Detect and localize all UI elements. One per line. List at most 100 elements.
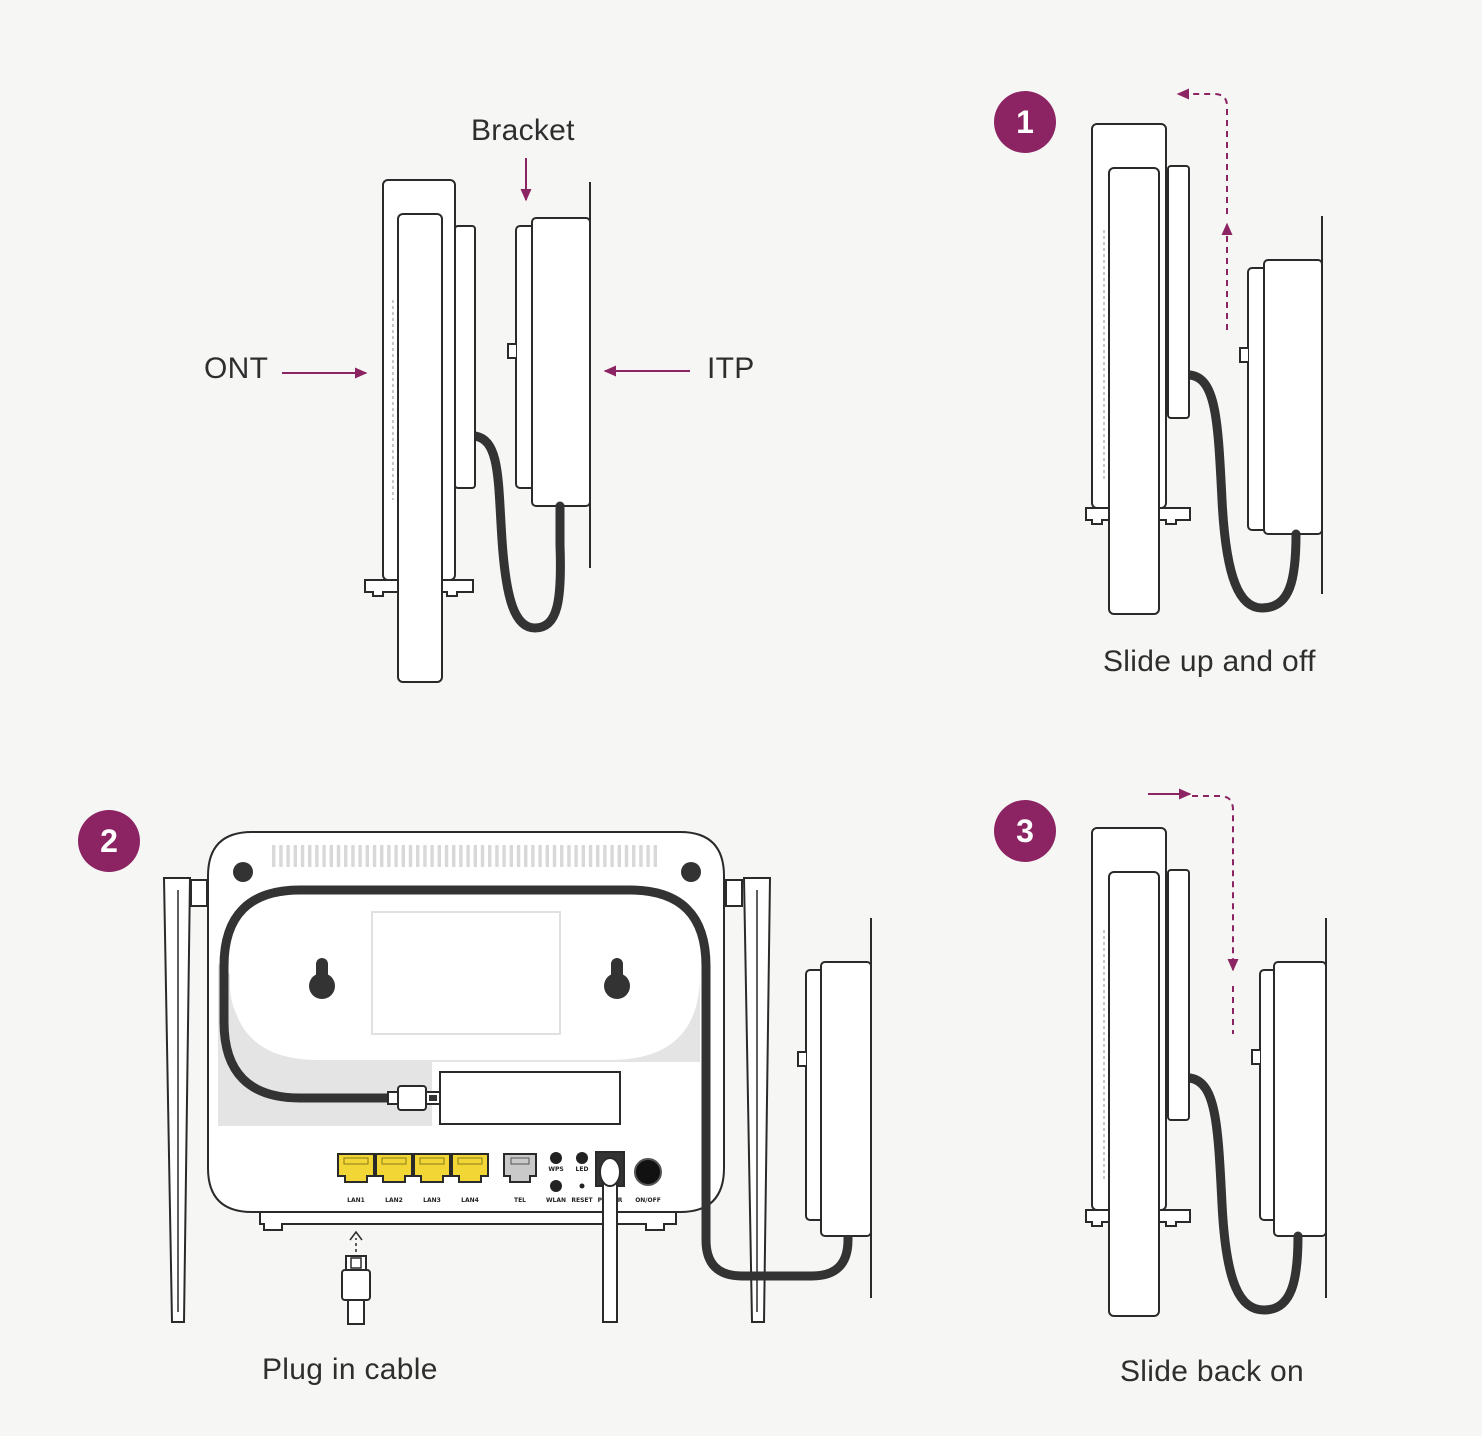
recess-shadow	[218, 964, 700, 1126]
ont-label: ONT	[204, 352, 269, 385]
vent-slot	[610, 845, 614, 867]
vent-slot	[617, 845, 621, 867]
fibre-cable	[1185, 1073, 1303, 1315]
ont-device	[1085, 827, 1191, 1317]
vent-slot	[315, 845, 319, 867]
vent-slot	[286, 845, 290, 867]
vent-slot	[365, 845, 369, 867]
ethernet-plug	[341, 1230, 371, 1325]
vent-slot	[459, 845, 463, 867]
vent-slot	[408, 845, 413, 867]
itp-label: ITP	[707, 352, 755, 385]
lan3-port[interactable]	[413, 1153, 451, 1183]
vent-slot	[293, 845, 297, 867]
vent-slot	[538, 845, 542, 867]
itp-device	[531, 217, 591, 507]
vent-slot	[430, 845, 434, 867]
vent-slot	[488, 845, 492, 867]
slide-down-arrow	[1192, 795, 1239, 972]
vent-slot	[567, 845, 571, 867]
lan1-label: LAN1	[347, 1197, 365, 1204]
vent-slot	[336, 845, 341, 867]
vent-grille	[272, 845, 657, 867]
antenna-right	[725, 877, 772, 1323]
step-2-badge: 2	[78, 810, 140, 872]
lan-ports	[337, 1153, 489, 1183]
fibre-cable	[470, 431, 565, 633]
vent-slot	[581, 845, 585, 867]
power-cable	[599, 1157, 621, 1323]
vent-slot	[624, 845, 629, 867]
step-1-panel	[1085, 88, 1323, 615]
itp-device	[1263, 259, 1323, 535]
keyhole-left	[309, 958, 335, 999]
onoff-button[interactable]	[634, 1158, 662, 1186]
screw-hole	[681, 862, 701, 882]
vent-slot	[380, 845, 384, 867]
vent-slot	[416, 845, 420, 867]
antenna-left	[162, 877, 208, 1323]
vent-slot	[372, 845, 377, 867]
vent-slot	[531, 845, 535, 867]
led-label: LED	[576, 1166, 589, 1173]
vent-slot	[272, 845, 276, 867]
vent-slot	[502, 845, 506, 867]
step-3-badge: 3	[994, 800, 1056, 862]
itp-device	[820, 961, 872, 1237]
vent-slot	[524, 845, 528, 867]
bracket-label: Bracket	[471, 114, 575, 147]
vent-slot	[344, 845, 348, 867]
tel-label: TEL	[514, 1197, 526, 1204]
wlan-label: WLAN	[546, 1197, 566, 1204]
vent-slot	[358, 845, 362, 867]
vent-slot	[509, 845, 513, 867]
step-3-panel	[1085, 788, 1327, 1317]
vent-slot	[653, 845, 657, 867]
vent-slot	[466, 845, 470, 867]
keyhole-right	[604, 958, 630, 999]
router-device: LAN1 LAN2 LAN3 LAN4 TEL WPS LED WLAN RES…	[207, 831, 853, 1281]
screw-hole	[233, 862, 253, 882]
label-area	[371, 911, 561, 1035]
lan1-port[interactable]	[337, 1153, 375, 1183]
vent-slot	[545, 845, 549, 867]
lan3-label: LAN3	[423, 1197, 441, 1204]
vent-slot	[322, 845, 326, 867]
vent-slot	[387, 845, 391, 867]
vent-slot	[574, 845, 578, 867]
ont-device	[364, 179, 476, 683]
vent-slot	[480, 845, 485, 867]
router-stand	[259, 1211, 677, 1231]
vent-slot	[423, 845, 427, 867]
step-2-caption: Plug in cable	[262, 1353, 438, 1386]
optical-module	[439, 1071, 621, 1125]
lan4-port[interactable]	[451, 1153, 489, 1183]
wlan-button[interactable]	[550, 1180, 562, 1192]
led-button[interactable]	[576, 1152, 588, 1164]
vent-slot	[603, 845, 607, 867]
step-1-caption: Slide up and off	[1103, 645, 1316, 678]
wps-button[interactable]	[550, 1152, 562, 1164]
vent-slot	[516, 845, 521, 867]
tel-port[interactable]	[503, 1153, 537, 1183]
step-2-panel: LAN1 LAN2 LAN3 LAN4 TEL WPS LED WLAN RES…	[162, 831, 872, 1325]
vent-slot	[646, 845, 650, 867]
itp-device	[1273, 961, 1327, 1237]
vent-slot	[300, 845, 305, 867]
vent-slot	[639, 845, 643, 867]
lan2-label: LAN2	[385, 1197, 403, 1204]
lan4-label: LAN4	[461, 1197, 479, 1204]
ont-device	[1085, 123, 1191, 615]
vent-slot	[394, 845, 398, 867]
overview-panel	[282, 158, 690, 683]
reset-pinhole[interactable]	[579, 1183, 585, 1189]
vent-slot	[588, 845, 593, 867]
step-3-caption: Slide back on	[1120, 1355, 1305, 1388]
wps-label: WPS	[548, 1166, 563, 1173]
lan2-port[interactable]	[375, 1153, 413, 1183]
vent-slot	[279, 845, 283, 867]
vent-slot	[329, 845, 333, 867]
fibre-cable	[1185, 370, 1301, 613]
vent-slot	[437, 845, 441, 867]
